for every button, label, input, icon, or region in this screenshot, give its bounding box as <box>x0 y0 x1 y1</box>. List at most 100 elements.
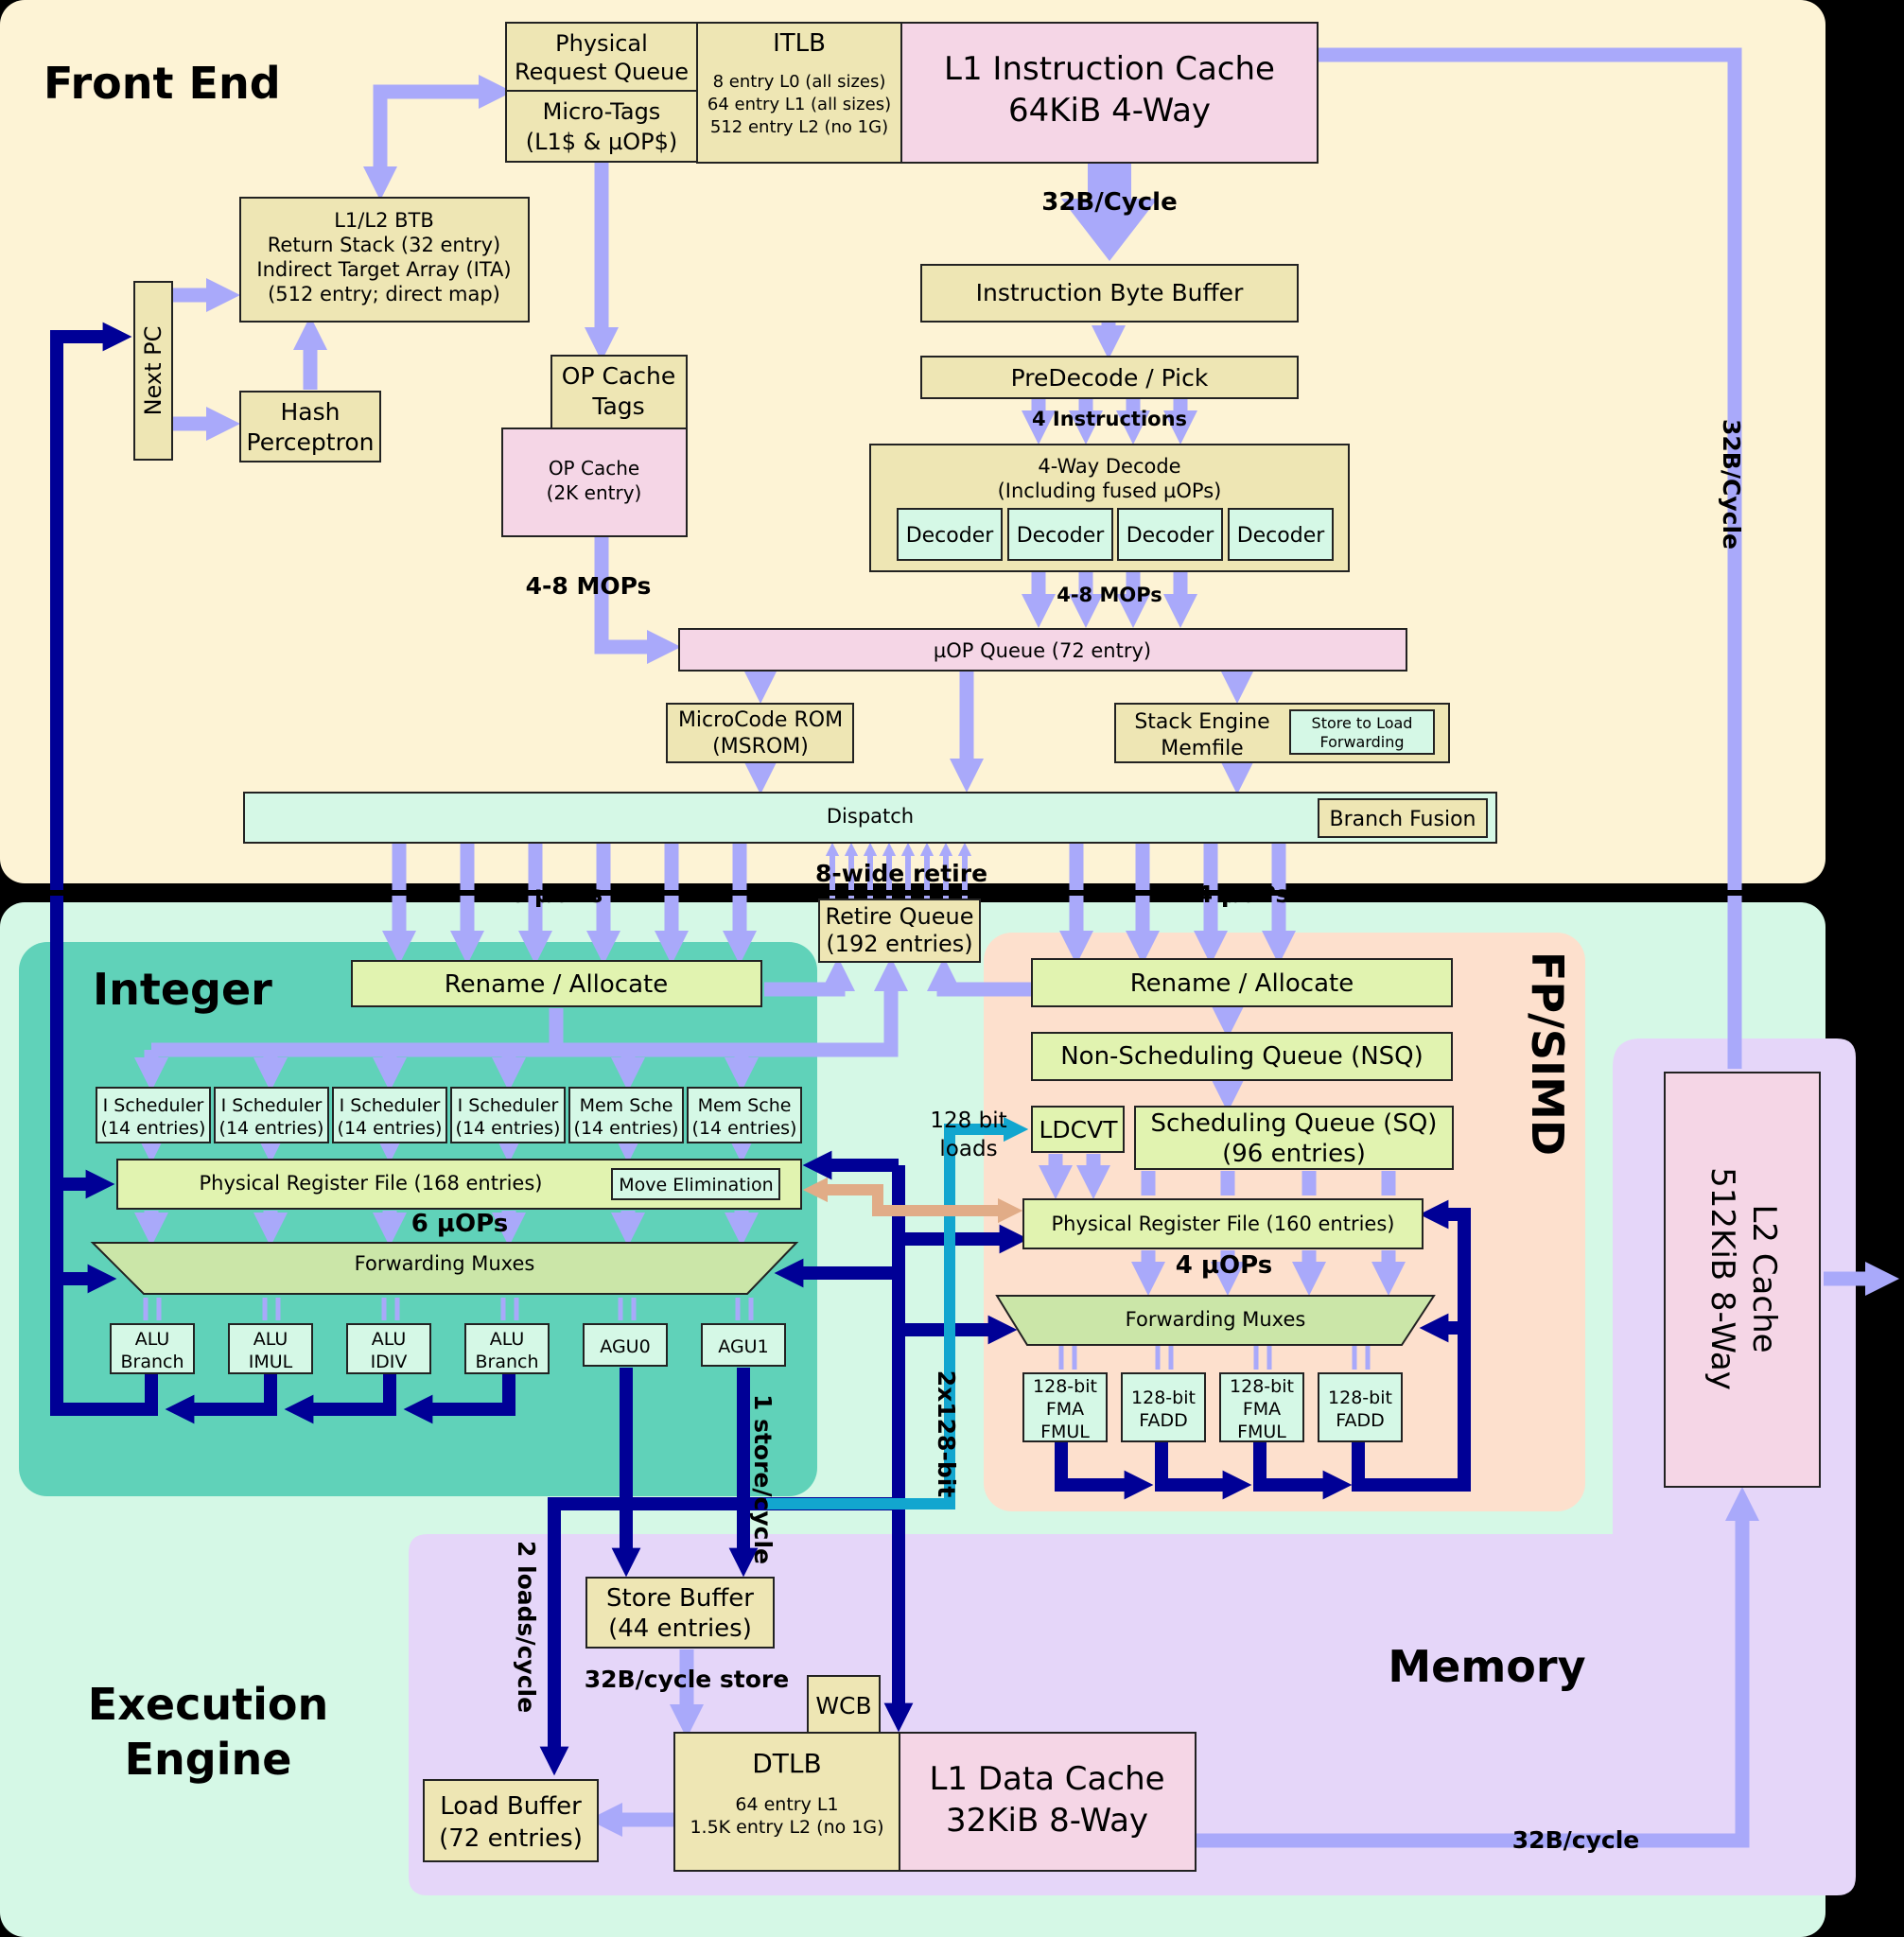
itlb-line-1: 8 entry L0 (all sizes) <box>713 72 886 92</box>
hash-perceptron-label-1: Hash <box>281 398 341 426</box>
hash-perceptron <box>239 391 381 462</box>
itlb-title: ITLB <box>773 29 826 58</box>
microcode-rom-label-1: MicroCode ROM <box>678 708 843 732</box>
int-scheduler-2-label-1: I Scheduler <box>221 1095 323 1116</box>
btb-label-4: (512 entry; direct map) <box>268 283 500 305</box>
alu-idiv-label-1: ALU <box>372 1329 407 1350</box>
front-end-title: Front End <box>44 58 281 109</box>
retire-queue <box>818 899 981 963</box>
mem-scheduler-2 <box>687 1087 802 1143</box>
int-physical-register-file <box>116 1159 802 1210</box>
physical-request-queue-label-2: Request Queue <box>515 59 689 85</box>
sq-label-2: (96 entries) <box>1222 1140 1366 1168</box>
loads-per-cycle-label: 2 loads/cycle <box>513 1541 540 1713</box>
int-scheduler-1-label-2: (14 entries) <box>101 1118 206 1139</box>
l1i-bandwidth-arrow <box>1061 163 1158 261</box>
mem-scheduler-1-label-1: Mem Sche <box>580 1095 673 1116</box>
non-scheduling-queue <box>1031 1032 1453 1081</box>
alu-branch-1-label-1: ALU <box>135 1329 170 1350</box>
fp-fadd-1-label-2: FADD <box>1139 1410 1187 1431</box>
decoder-1 <box>897 508 1003 561</box>
alu-idiv-label-2: IDIV <box>371 1352 408 1372</box>
decoder-2 <box>1007 508 1113 561</box>
loads-128-label-1: 128 bit <box>930 1108 1006 1133</box>
physical-request-queue-label-1: Physical <box>555 30 648 57</box>
fp-fadd-2-label-1: 128-bit <box>1328 1387 1392 1408</box>
branch-fusion <box>1318 798 1488 838</box>
alu-imul-label-2: IMUL <box>249 1352 293 1372</box>
predecode-pick-label: PreDecode / Pick <box>1011 364 1209 392</box>
fp-uops-mid-label: 4 µOPs <box>1176 1251 1272 1280</box>
microcode-rom-label-2: (MSROM) <box>712 735 809 759</box>
store-to-load-label-2: Forwarding <box>1319 733 1404 751</box>
fp-forwarding-muxes-label: Forwarding Muxes <box>1126 1308 1306 1331</box>
dtlb <box>673 1732 900 1872</box>
integer-title: Integer <box>93 964 272 1015</box>
store-per-cycle-label: 1 store/cycle <box>749 1394 777 1564</box>
op-cache-label-2: (2K entry) <box>547 481 642 504</box>
fp-fma-fmul-1-label-2: FMA <box>1046 1399 1084 1420</box>
decode-title-1: 4-Way Decode <box>1038 455 1180 478</box>
itlb <box>696 22 902 164</box>
l1d-l2-bandwidth-label: 32B/cycle <box>1512 1826 1639 1854</box>
memory-region <box>409 1038 1856 1895</box>
uop-queue <box>678 628 1407 672</box>
btb-label-1: L1/L2 BTB <box>334 209 434 232</box>
l1-instruction-cache <box>900 22 1319 164</box>
microcode-rom <box>666 703 854 763</box>
sq-label-1: Scheduling Queue (SQ) <box>1151 1109 1438 1138</box>
int-scheduler-3 <box>332 1087 447 1143</box>
l2-label-2: 512KiB 8-Way <box>1703 1167 1741 1390</box>
next-pc <box>133 281 173 461</box>
stack-engine-label-1: Stack Engine <box>1134 710 1269 734</box>
bus-2x128-label: 2x128-bit <box>933 1370 960 1498</box>
alu-branch-1-label-2: Branch <box>120 1352 183 1372</box>
int-forwarding-muxes-label: Forwarding Muxes <box>355 1252 535 1275</box>
int-scheduler-4-label-2: (14 entries) <box>456 1118 561 1139</box>
btb <box>239 197 530 323</box>
store-buffer-label-1: Store Buffer <box>606 1584 754 1613</box>
alu-idiv <box>346 1323 431 1374</box>
fp-rename-allocate <box>1031 958 1453 1007</box>
dtlb-line-2: 1.5K entry L2 (no 1G) <box>690 1817 883 1838</box>
int-schedulers: I Scheduler (14 entries) I Scheduler (14… <box>96 1087 802 1143</box>
int-scheduler-2-label-2: (14 entries) <box>219 1118 324 1139</box>
alu-branch-2-label-2: Branch <box>475 1352 538 1372</box>
fp-execution-units: 128-bit FMA FMUL 128-bit FADD 128-bit FM… <box>1022 1372 1403 1442</box>
unit-input-arrows <box>143 1298 1371 1370</box>
int-scheduler-3-label-2: (14 entries) <box>338 1118 443 1139</box>
btb-label-2: Return Stack (32 entry) <box>268 234 500 256</box>
next-pc-label: Next PC <box>140 326 166 416</box>
fp-fma-fmul-2-label-3: FMUL <box>1237 1422 1286 1442</box>
ldcvt <box>1031 1106 1125 1153</box>
fp-forwarding-muxes <box>995 1295 1436 1346</box>
uop-queue-label: µOP Queue (72 entry) <box>934 639 1151 662</box>
fp-fadd-1 <box>1121 1372 1206 1442</box>
wcb-label: WCB <box>815 1692 871 1719</box>
ldcvt-label: LDCVT <box>1039 1116 1118 1143</box>
alu-branch-2 <box>464 1323 550 1374</box>
micro-tags-label-2: (L1$ & µOP$) <box>526 129 678 155</box>
retire-queue-label-1: Retire Queue <box>825 903 973 930</box>
decoder-1-label: Decoder <box>906 524 995 548</box>
decode-title-2: (Including fused µOPs) <box>998 480 1222 502</box>
load-buffer-label-2: (72 entries) <box>439 1824 583 1853</box>
decoder-2-label: Decoder <box>1017 524 1106 548</box>
decoder-3-label: Decoder <box>1127 524 1215 548</box>
store-bandwidth-label: 32B/cycle store <box>585 1666 789 1693</box>
instruction-byte-buffer-label: Instruction Byte Buffer <box>976 279 1244 306</box>
op-cache-tags-label-1: OP Cache <box>562 362 675 390</box>
store-buffer <box>585 1577 775 1649</box>
decoder-3 <box>1117 508 1223 561</box>
fp-fma-fmul-2-label-2: FMA <box>1243 1399 1281 1420</box>
predecode-pick <box>920 356 1299 399</box>
int-prf-label: Physical Register File (168 entries) <box>200 1172 543 1195</box>
physical-request-queue <box>505 22 698 92</box>
int-forwarding-muxes <box>90 1242 799 1295</box>
dispatch-label: Dispatch <box>827 805 914 828</box>
loads-128-label-2: loads <box>939 1137 997 1161</box>
int-rename-allocate <box>351 960 762 1007</box>
int-scheduler-4-label-1: I Scheduler <box>458 1095 559 1116</box>
l1d-label-1: L1 Data Cache <box>929 1760 1164 1798</box>
